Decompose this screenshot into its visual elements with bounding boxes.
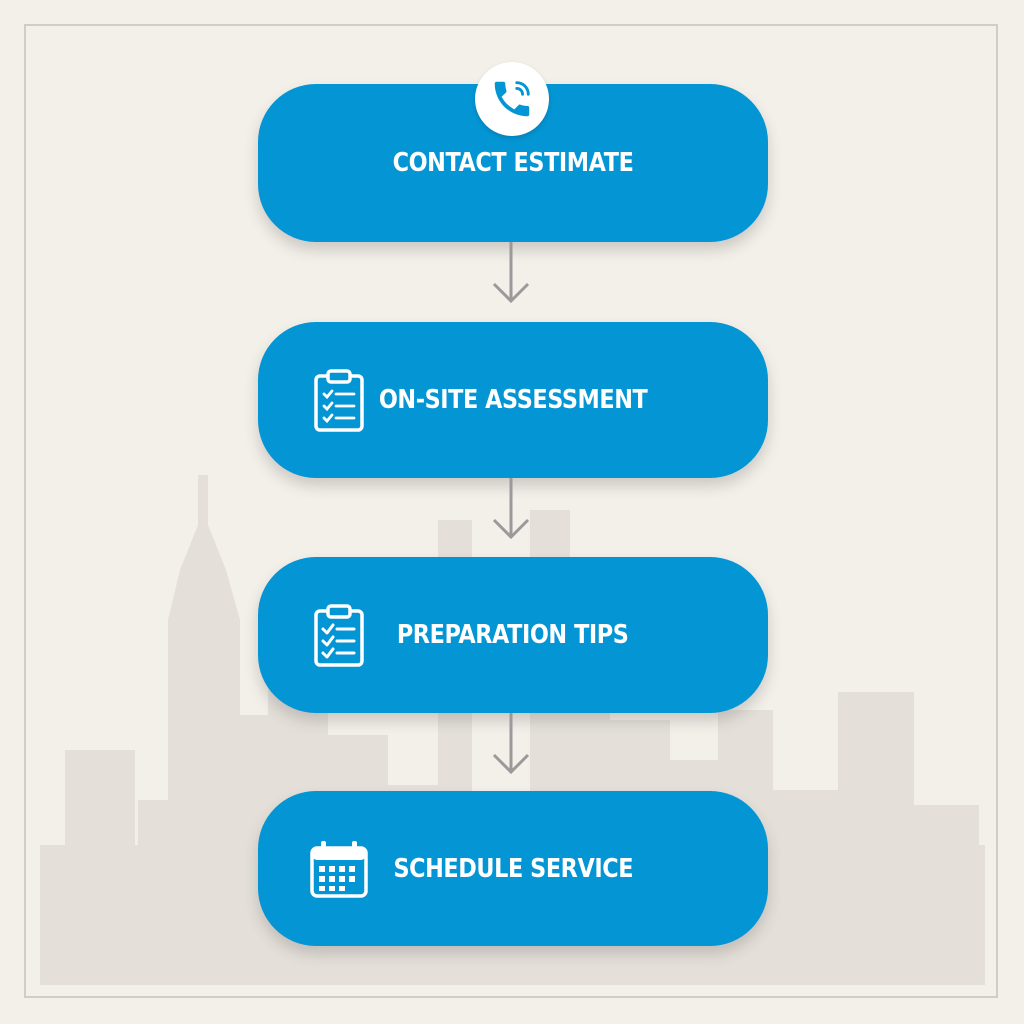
flow-arrow: [492, 242, 530, 304]
step-schedule-service: SCHEDULE SERVICE: [258, 791, 768, 946]
page-border: [24, 24, 998, 998]
calendar-icon: [310, 840, 368, 898]
step-on-site-assessment: ON-SITE ASSESSMENT: [258, 322, 768, 478]
step-label: PREPARATION TIPS: [397, 620, 629, 650]
clipboard-list-icon: [314, 369, 364, 432]
flow-arrow: [492, 713, 530, 775]
clipboard-check-icon: [314, 604, 364, 667]
step-label: CONTACT ESTIMATE: [392, 148, 634, 178]
flow-arrow: [492, 478, 530, 540]
step-label: SCHEDULE SERVICE: [393, 853, 633, 884]
step-preparation-tips: PREPARATION TIPS: [258, 557, 768, 713]
phone-icon-badge: [475, 62, 549, 136]
step-label: ON-SITE ASSESSMENT: [378, 385, 648, 415]
phone-icon: [494, 81, 530, 117]
